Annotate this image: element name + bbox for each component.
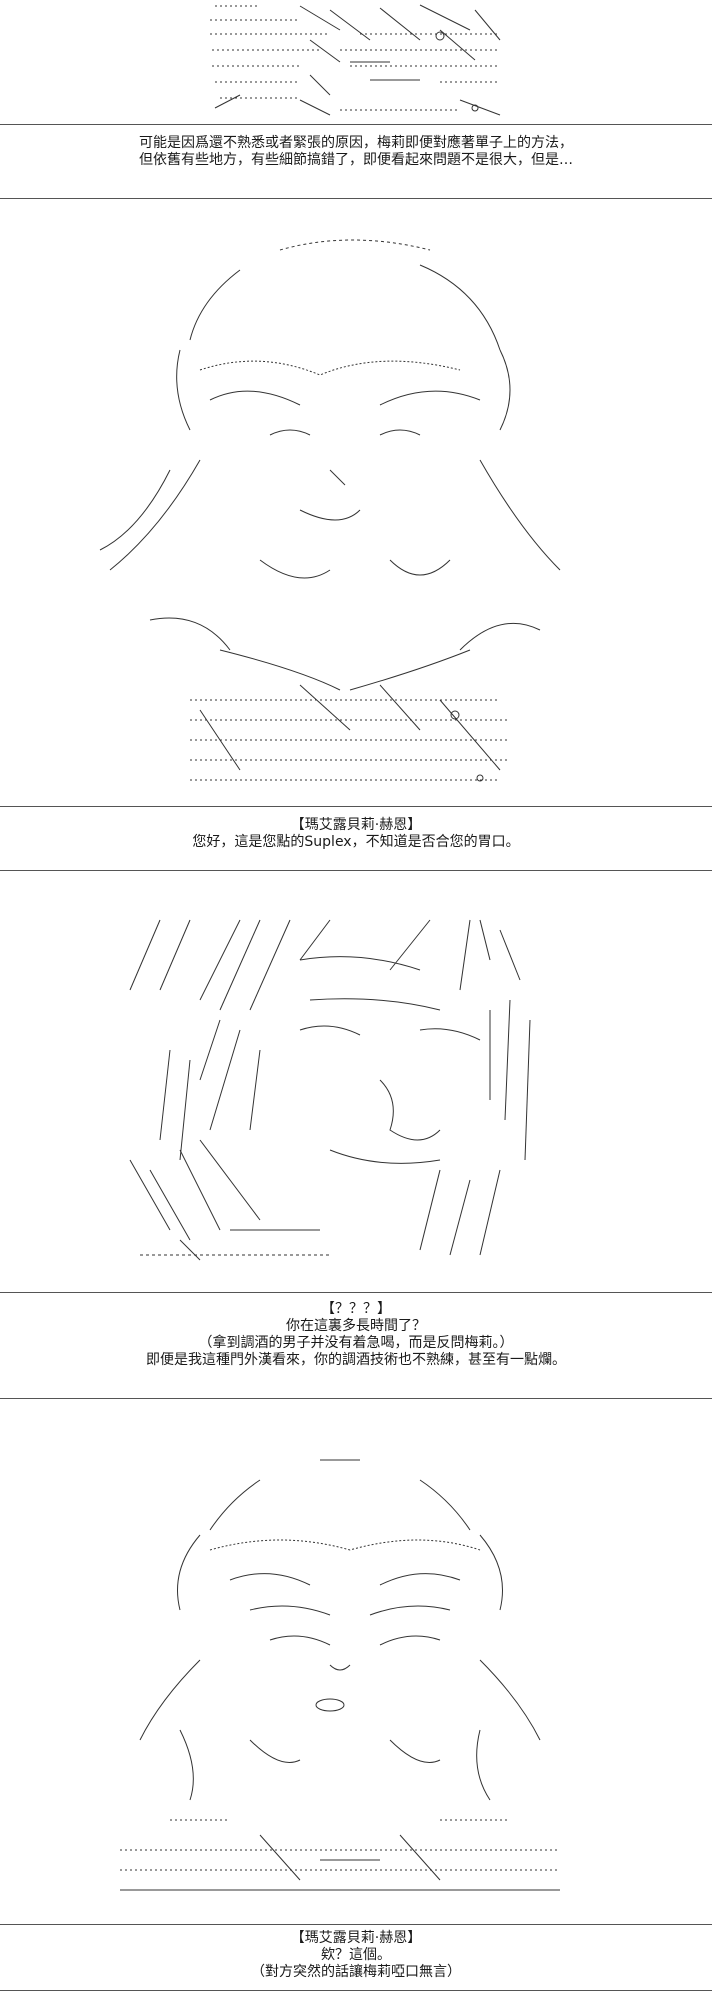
caption-line: （拿到調酒的男子并没有着急喝，而是反問梅莉。） [198,1335,514,1351]
panel-divider [0,1924,712,1925]
panel-divider [0,1398,712,1399]
caption-line: 但依舊有些地方，有些細節搞錯了，即便看起來問題不是很大，但是… [139,152,573,168]
caption-panel-4: 【瑪艾露貝莉·赫恩】 欸？這個。 （對方突然的話讓梅莉啞口無言） [0,1930,712,1981]
panel-divider [0,806,712,807]
caption-line: 【瑪艾露貝莉·赫恩】 [290,817,422,833]
panel-divider [0,870,712,871]
ascii-art-panel-2 [0,230,712,800]
caption-panel-3: 【？？？】 你在這裏多長時間了？ （拿到調酒的男子并没有着急喝，而是反問梅莉。）… [0,1301,712,1369]
panel-divider [0,1990,712,1991]
caption-line: 【瑪艾露貝莉·赫恩】 [290,1930,422,1946]
caption-line: 【？？？】 [321,1301,391,1317]
caption-line: （對方突然的話讓梅莉啞口無言） [251,1964,461,1980]
caption-line: 即便是我這種門外漢看來，你的調酒技術也不熟練，甚至有一點爛。 [146,1352,566,1368]
ascii-art-panel-3 [0,900,712,1280]
caption-line: 您好，這是您點的Suplex，不知道是否合您的胃口。 [192,834,520,850]
ascii-art-panel-1 [0,0,712,122]
caption-line: 欸？這個。 [321,1947,391,1963]
caption-panel-1: 可能是因爲還不熟悉或者緊張的原因，梅莉即便對應著單子上的方法， 但依舊有些地方，… [0,135,712,169]
caption-line: 可能是因爲還不熟悉或者緊張的原因，梅莉即便對應著單子上的方法， [139,135,573,151]
caption-line: 你在這裏多長時間了？ [286,1318,426,1334]
panel-divider [0,198,712,199]
caption-panel-2: 【瑪艾露貝莉·赫恩】 您好，這是您點的Suplex，不知道是否合您的胃口。 [0,817,712,851]
panel-divider [0,1292,712,1293]
ascii-art-panel-4 [0,1440,712,1920]
panel-divider [0,124,712,125]
